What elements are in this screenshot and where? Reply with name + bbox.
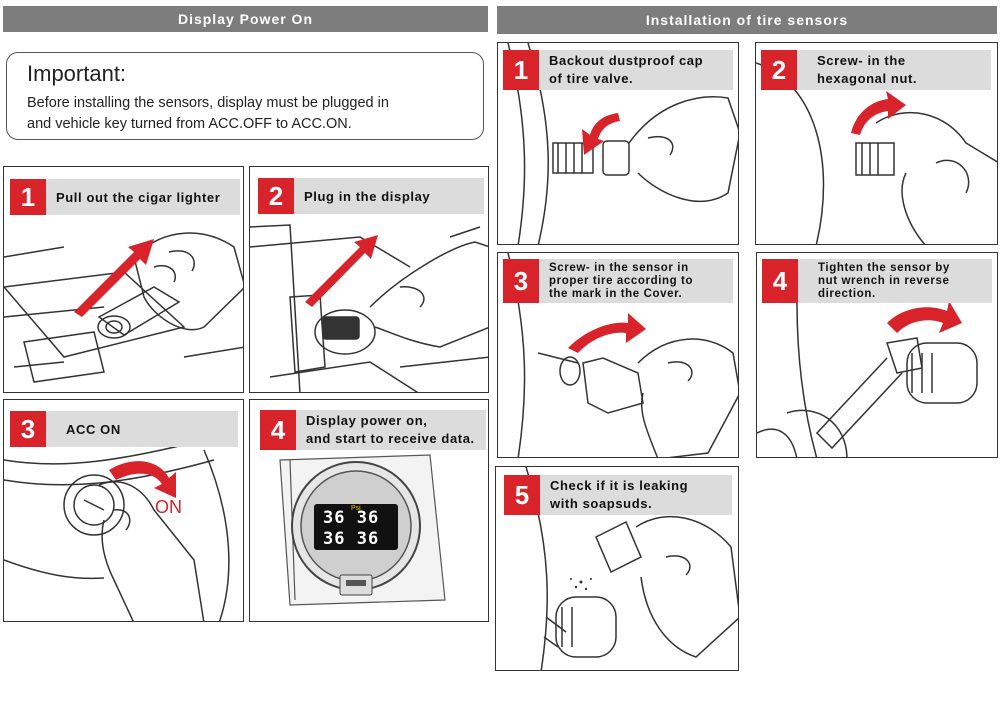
right-step-4-panel: Tighten the sensor by nut wrench in reve… <box>756 252 998 458</box>
left-step-4-line-2: and start to receive data. <box>306 431 475 446</box>
left-step-3-panel: ON ACC ON 3 <box>3 399 244 622</box>
right-step-5-line-2: with soapsuds. <box>550 496 653 511</box>
important-line-2: and vehicle key turned from ACC.OFF to A… <box>27 116 352 132</box>
right-step-3-line-1: Screw- in the sensor in <box>549 261 689 274</box>
display-row-1: 36 36 <box>323 508 380 528</box>
right-step-4-label: Tighten the sensor by nut wrench in reve… <box>762 259 992 303</box>
left-step-4-line-1: Display power on, <box>306 413 428 428</box>
right-step-4-line-3: direction. <box>818 287 876 300</box>
right-step-1-line-2: of tire valve. <box>549 71 634 86</box>
plug-display-illustration <box>250 224 488 392</box>
right-step-1-panel: Backout dustproof cap of tire valve. 1 <box>497 42 739 245</box>
right-step-3-line-3: the mark in the Cover. <box>549 287 683 300</box>
wrench-tighten-illustration <box>757 301 978 457</box>
left-step-2-panel: Plug in the display 2 <box>249 166 489 393</box>
right-step-3-number: 3 <box>503 259 539 303</box>
screw-sensor-illustration <box>507 253 738 457</box>
important-body: Before installing the sensors, display m… <box>27 93 477 135</box>
psi-unit: Psi <box>351 505 361 512</box>
right-step-2-line-2: hexagonal nut. <box>817 71 918 86</box>
on-annotation: ON <box>155 497 182 517</box>
left-step-2-label: Plug in the display <box>258 178 484 214</box>
display-device-illustration <box>279 454 446 606</box>
right-step-4-line-2: nut wrench in reverse <box>818 274 950 287</box>
important-notice: Important: Before installing the sensors… <box>6 52 484 140</box>
right-step-5-number: 5 <box>504 475 540 515</box>
left-step-1-label: Pull out the cigar lighter <box>10 179 240 215</box>
left-step-3-number: 3 <box>10 411 46 447</box>
right-step-2-label: Screw- in the hexagonal nut. <box>761 50 991 90</box>
left-step-4-panel: Psi 36 36 36 36 Display power on, and st… <box>249 399 489 622</box>
left-step-3-label: ACC ON <box>10 411 238 447</box>
right-step-3-label: Screw- in the sensor in proper tire acco… <box>503 259 733 303</box>
cigar-lighter-illustration <box>4 232 243 383</box>
installation-header: Installation of tire sensors <box>497 6 997 34</box>
left-step-1-number: 1 <box>10 179 46 215</box>
right-step-2-number: 2 <box>761 50 797 90</box>
right-step-1-label: Backout dustproof cap of tire valve. <box>503 50 733 90</box>
important-title: Important: <box>27 61 127 86</box>
left-step-4-label: Display power on, and start to receive d… <box>260 410 486 450</box>
right-step-5-panel: Check if it is leaking with soapsuds. 5 <box>495 466 739 671</box>
important-line-1: Before installing the sensors, display m… <box>27 95 389 111</box>
right-step-3-line-2: proper tire according to <box>549 274 694 287</box>
right-step-2-line-1: Screw- in the <box>817 53 906 68</box>
display-power-on-header: Display Power On <box>3 6 488 32</box>
display-row-2: 36 36 <box>323 529 380 549</box>
right-step-5-label: Check if it is leaking with soapsuds. <box>504 475 732 515</box>
right-step-1-number: 1 <box>503 50 539 90</box>
left-step-1-panel: Pull out the cigar lighter 1 <box>3 166 244 393</box>
right-step-2-panel: Screw- in the hexagonal nut. 2 <box>755 42 998 245</box>
right-step-4-line-1: Tighten the sensor by <box>818 261 950 274</box>
right-step-3-panel: Screw- in the sensor in proper tire acco… <box>497 252 739 458</box>
left-step-4-number: 4 <box>260 410 296 450</box>
right-step-4-number: 4 <box>762 259 798 303</box>
right-step-5-line-1: Check if it is leaking <box>550 478 689 493</box>
acc-on-key-illustration <box>4 439 230 621</box>
soapsuds-check-illustration <box>525 467 738 670</box>
right-step-1-line-1: Backout dustproof cap <box>549 53 704 68</box>
left-step-2-number: 2 <box>258 178 294 214</box>
